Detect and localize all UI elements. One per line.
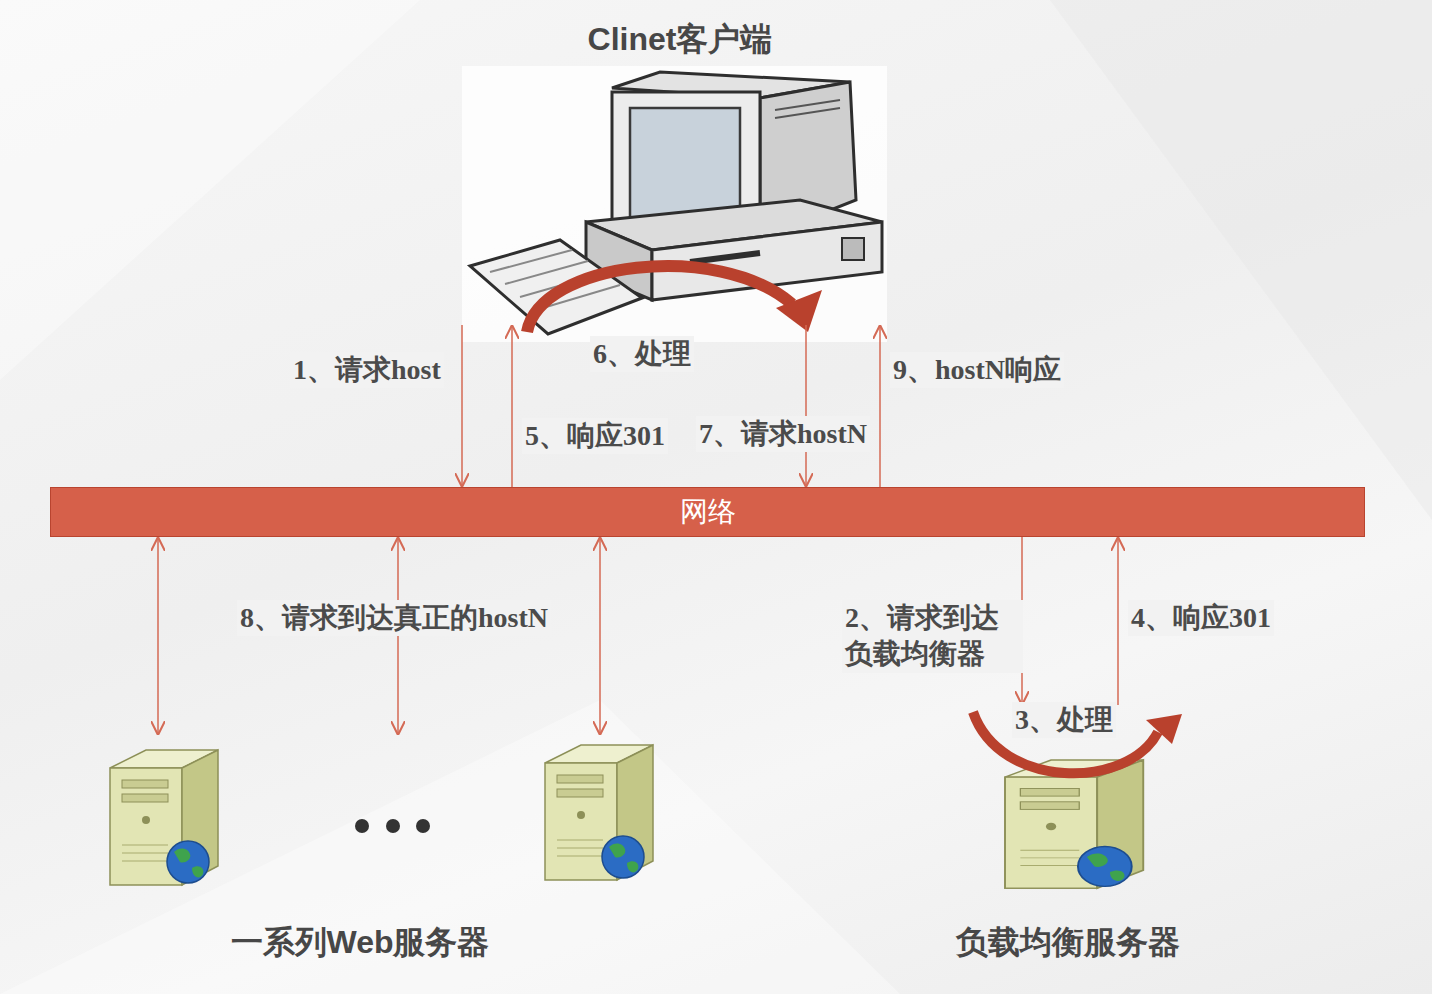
background-facet	[0, 0, 420, 380]
ellipsis-dot	[386, 819, 400, 833]
edge-label: 1、请求host	[290, 352, 444, 388]
network-band: 网络	[50, 487, 1365, 537]
process-arrowhead	[1146, 714, 1182, 744]
load-balancer-server: 负载均衡服务器	[933, 705, 1203, 975]
process-arc	[527, 266, 792, 332]
connector-arrow	[461, 325, 463, 487]
edge-label: 2、请求到达 负载均衡器	[842, 600, 1023, 673]
connector-arrow	[157, 537, 159, 735]
ellipsis-dot	[355, 819, 369, 833]
web-server-icon	[110, 750, 218, 885]
connector-arrow	[805, 325, 807, 487]
background-facet	[0, 700, 900, 994]
case-panel	[842, 238, 864, 260]
edge-label: 8、请求到达真正的hostN	[237, 600, 551, 636]
edge-label: 7、请求hostN	[696, 416, 870, 452]
step-label: 6、处理	[590, 336, 694, 372]
load-balancer-icon	[1005, 760, 1143, 888]
edge-label: 4、响应301	[1128, 600, 1274, 636]
connector-arrow	[511, 325, 513, 487]
drive-slot	[690, 253, 760, 262]
monitor-screen	[630, 108, 740, 220]
connector-arrow	[599, 537, 601, 735]
web-server-icon	[545, 745, 653, 880]
node-label: Clinet客户端	[588, 20, 773, 58]
node-label: 网络	[680, 495, 736, 529]
step-label: 3、处理	[1012, 702, 1116, 738]
connector-arrow	[1117, 537, 1119, 705]
node-label: 负载均衡服务器	[956, 923, 1180, 961]
process-arrowhead	[776, 290, 822, 332]
node-label: 一系列Web服务器	[231, 923, 490, 961]
icon-ground	[462, 66, 887, 342]
background-facet	[1050, 0, 1432, 520]
connector-arrow	[879, 325, 881, 487]
edge-label: 5、响应301	[522, 418, 668, 454]
edge-label: 9、hostN响应	[890, 352, 1064, 388]
client-computer-icon	[462, 66, 887, 342]
client-computer: Clinet客户端	[460, 8, 900, 325]
server-icon	[1005, 760, 1143, 888]
web-server-group: 一系列Web服务器	[75, 735, 645, 975]
monitor-vent	[775, 108, 840, 118]
ellipsis-dot	[416, 819, 430, 833]
